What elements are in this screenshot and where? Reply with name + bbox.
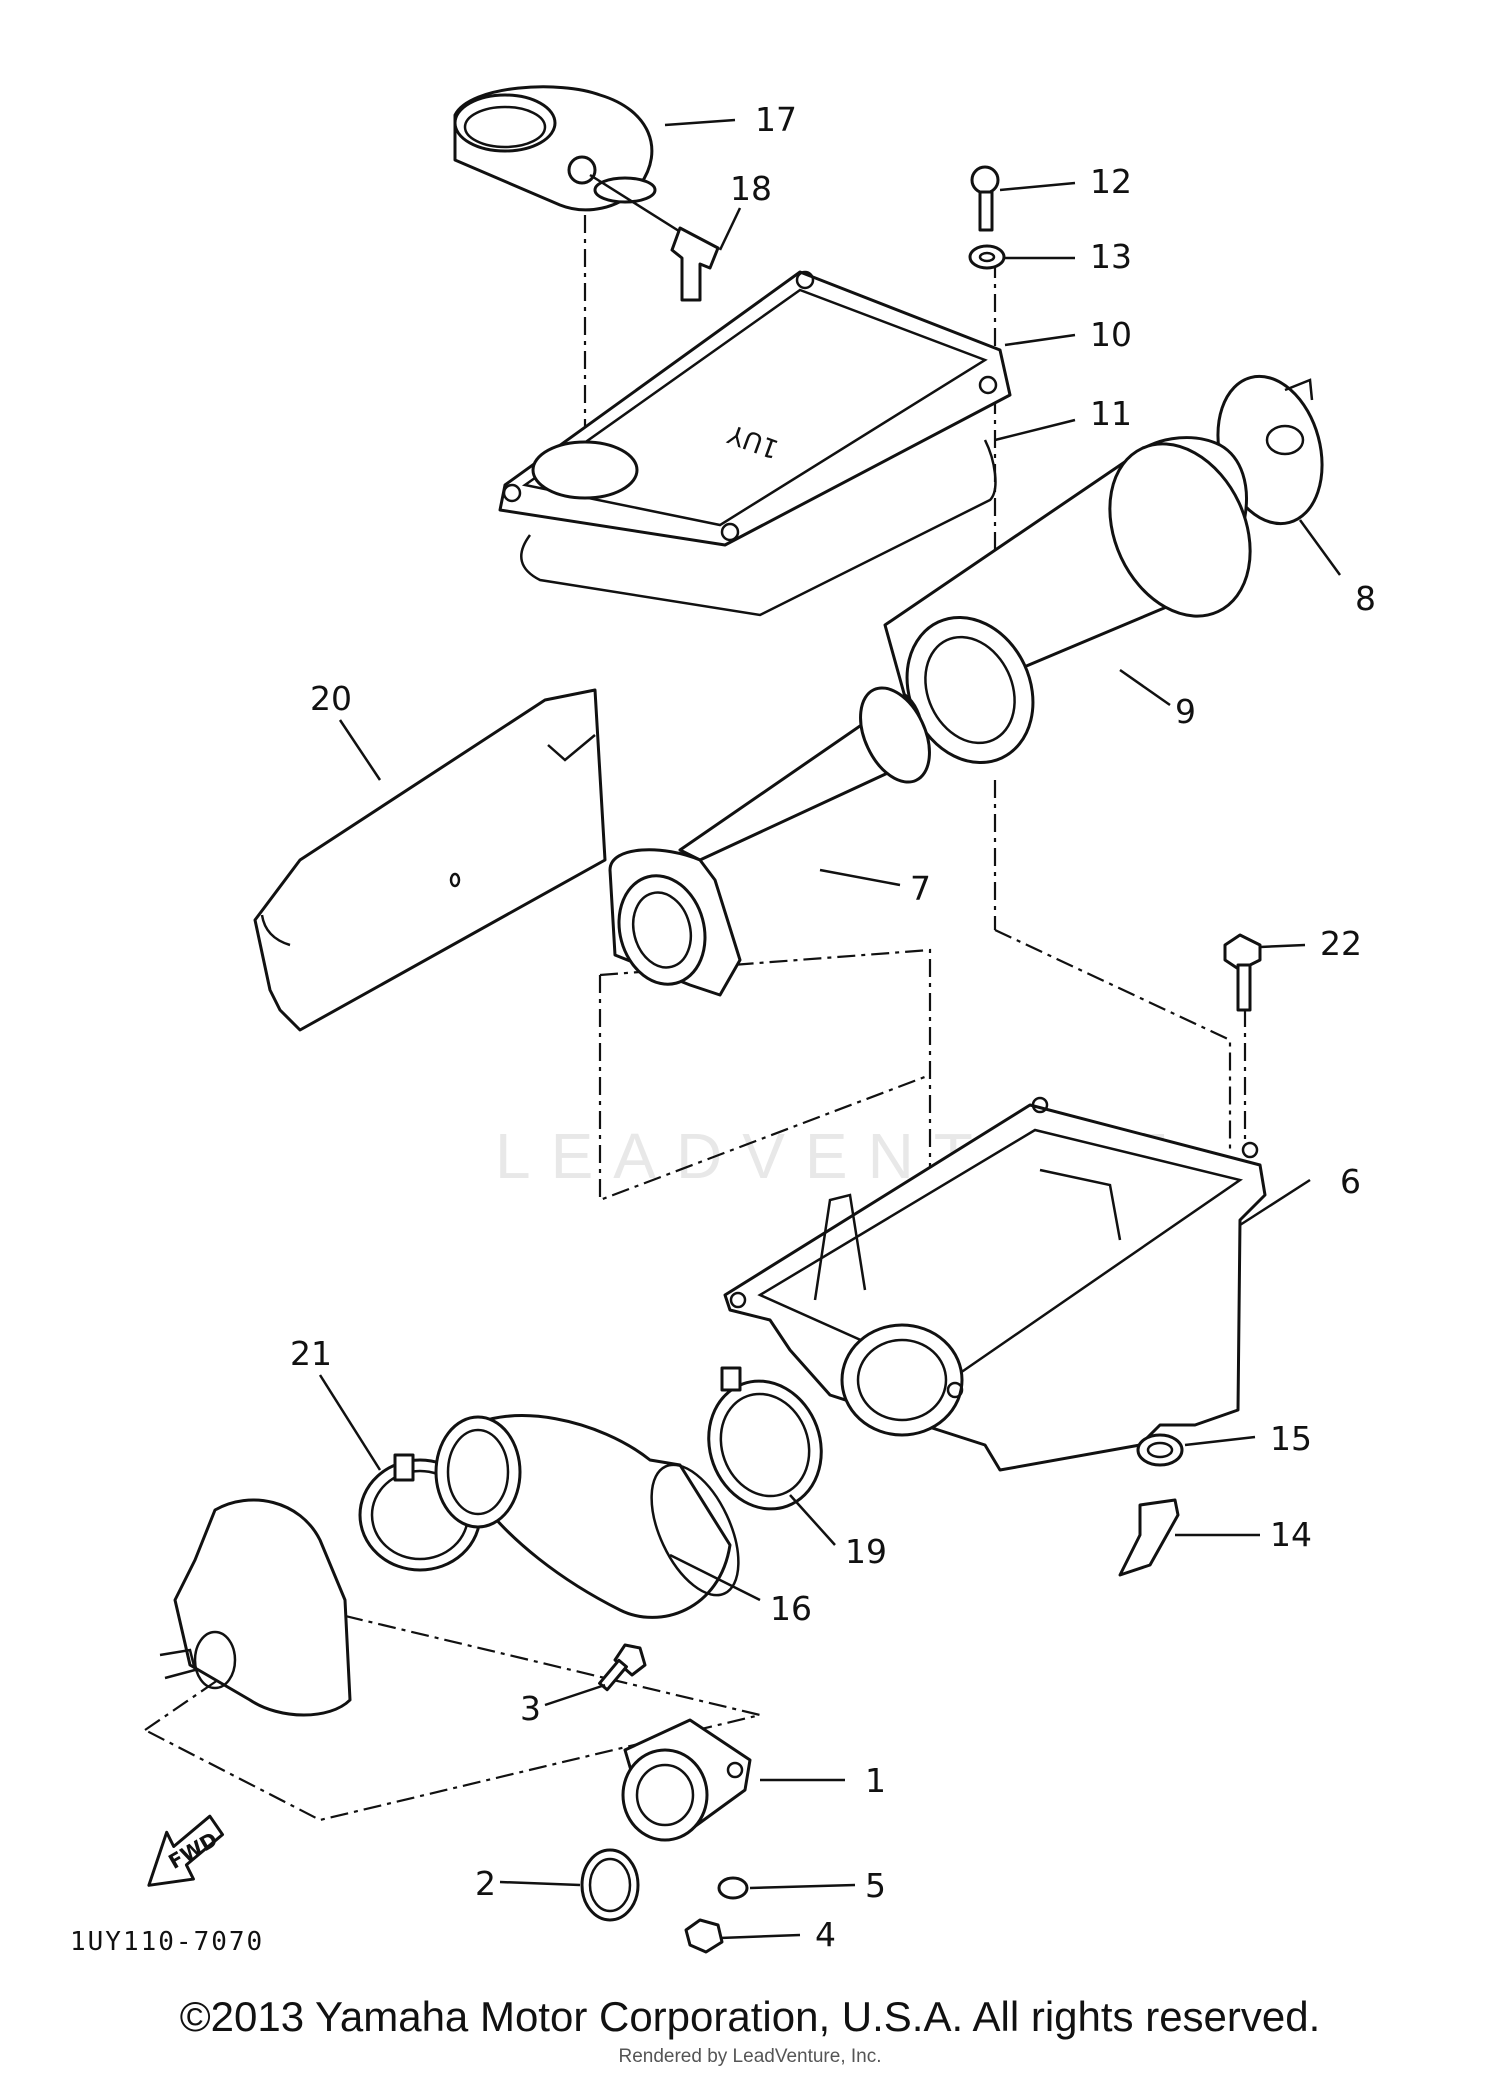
part-14-drain-cap xyxy=(1118,1498,1180,1577)
part-18-elbow-hose-fitting xyxy=(589,173,720,302)
callout-15: 15 xyxy=(1270,1419,1312,1458)
callout-12: 12 xyxy=(1090,162,1132,201)
forward-direction-arrow: FWD xyxy=(147,1814,225,1887)
callout-19: 19 xyxy=(845,1532,887,1571)
callout-21: 21 xyxy=(290,1334,332,1373)
callout-18: 18 xyxy=(730,169,772,208)
part-9-air-filter-element xyxy=(883,436,1252,765)
callout-7: 7 xyxy=(910,869,931,908)
callout-1: 1 xyxy=(865,1761,886,1800)
callout-14: 14 xyxy=(1270,1515,1312,1554)
callout-6: 6 xyxy=(1340,1162,1361,1201)
callout-3: 3 xyxy=(520,1689,541,1728)
part-12-screw xyxy=(970,165,1000,232)
callout-labels: 17 18 12 13 10 11 8 9 20 7 22 6 15 14 21… xyxy=(290,100,1376,1954)
part-6-air-box-case xyxy=(723,1096,1267,1472)
callout-8: 8 xyxy=(1355,579,1376,618)
leader-lines xyxy=(318,118,1342,1940)
part-15-hose-clamp xyxy=(1136,1433,1184,1467)
callout-13: 13 xyxy=(1090,237,1132,276)
part-11-gasket xyxy=(520,439,997,617)
part-16-joint-hose xyxy=(434,1414,740,1619)
callout-4: 4 xyxy=(815,1915,836,1954)
part-13-washer xyxy=(968,244,1006,270)
callout-17: 17 xyxy=(755,100,797,139)
rendered-by-credit: Rendered by LeadVenture, Inc. xyxy=(618,2046,882,2067)
callout-9: 9 xyxy=(1175,692,1196,731)
part-17-intake-duct xyxy=(453,85,657,212)
callout-5: 5 xyxy=(865,1866,886,1905)
part-20-side-plate xyxy=(253,688,607,1032)
part-22-bolt xyxy=(1223,933,1262,1012)
part-1-carburetor-joint xyxy=(621,1718,752,1842)
part-4-nut xyxy=(684,1918,724,1954)
callout-20: 20 xyxy=(310,679,352,718)
part-2-o-ring xyxy=(580,1848,640,1922)
callout-2: 2 xyxy=(475,1864,496,1903)
part-7-element-guide xyxy=(608,686,931,997)
callout-10: 10 xyxy=(1090,315,1132,354)
copyright-notice: ©2013 Yamaha Motor Corporation, U.S.A. A… xyxy=(179,1993,1321,2040)
diagram-code: 1UY110-7070 xyxy=(70,1927,264,1957)
part-10-air-box-cover: 1UY xyxy=(498,270,1012,547)
carburetor-reference xyxy=(159,1498,352,1717)
part-5-lock-washer xyxy=(717,1876,749,1900)
callout-22: 22 xyxy=(1320,924,1362,963)
callout-11: 11 xyxy=(1090,394,1132,433)
callout-16: 16 xyxy=(770,1589,812,1628)
part-19-band-clamp xyxy=(707,1366,823,1511)
